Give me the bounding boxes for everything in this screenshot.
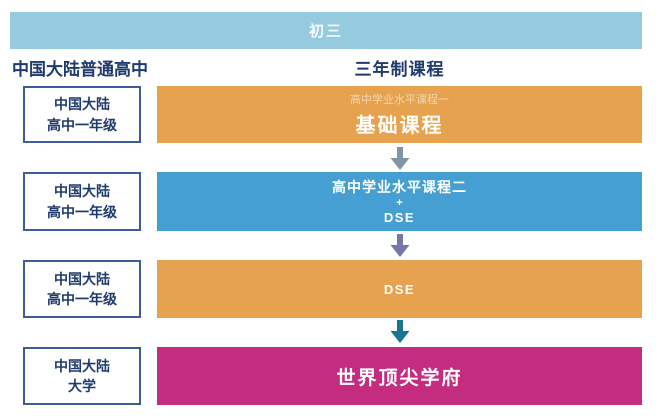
stage-label-line1: 中国大陆 (54, 357, 110, 374)
down-arrow-icon (388, 320, 412, 344)
stage-label-line1: 中国大陆 (54, 96, 110, 113)
stage-box-grade1-row3: 中国大陆 高中一年级 (23, 260, 141, 318)
column-header-right-label: 三年制课程 (354, 59, 445, 79)
course-subtitle: 高中学业水平课程一 (350, 94, 449, 106)
down-arrow-shape (390, 147, 410, 170)
course-title: 世界顶尖学府 (336, 367, 463, 389)
stage-label-line2: 高中一年级 (47, 116, 117, 133)
down-arrow-shape (390, 320, 410, 343)
course-line3: DSE (383, 210, 416, 226)
down-arrow-icon (388, 147, 412, 171)
down-arrow-shape (390, 234, 410, 257)
grade9-banner: 初三 (10, 12, 642, 49)
column-header-three-year-program: 三年制课程 (157, 54, 642, 80)
stage-box-grade1-row2: 中国大陆 高中一年级 (23, 172, 141, 231)
course-bar-top-universities: 世界顶尖学府 (157, 347, 642, 405)
stage-label-line1: 中国大陆 (54, 183, 110, 200)
column-header-left-label: 中国大陆普通高中 (12, 59, 148, 79)
plus-sign: + (396, 196, 403, 209)
course-line1: 高中学业水平课程二 (332, 178, 467, 195)
stage-box-grade1-row1: 中国大陆 高中一年级 (23, 86, 141, 143)
course-title: 基础课程 (355, 115, 444, 137)
stage-label-line1: 中国大陆 (54, 270, 110, 287)
course-title: DSE (383, 281, 416, 297)
down-arrow-icon (388, 234, 412, 258)
column-header-mainland-high-school: 中国大陆普通高中 (12, 54, 152, 80)
stage-label-line2: 高中一年级 (47, 291, 117, 307)
course-bar-foundation: 高中学业水平课程一 基础课程 (157, 86, 642, 143)
stage-label-line2: 高中一年级 (47, 203, 117, 220)
course-bar-level2-plus-dse: 高中学业水平课程二 + DSE (157, 172, 642, 231)
stage-box-university: 中国大陆 大学 (23, 347, 141, 405)
grade9-banner-label: 初三 (308, 23, 343, 40)
stage-label-line2: 大学 (68, 378, 96, 394)
course-bar-dse: DSE (157, 260, 642, 318)
